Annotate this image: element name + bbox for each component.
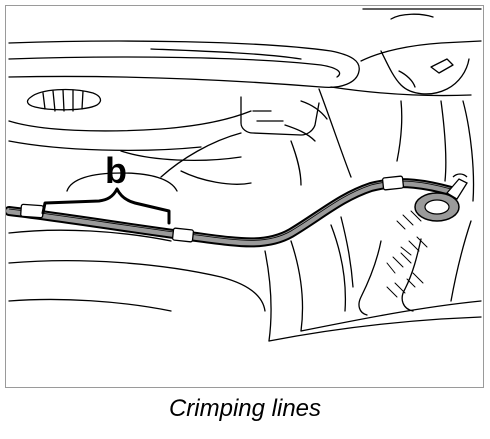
grommet-fitting: [414, 173, 468, 222]
upper-panel: [8, 8, 482, 97]
figure-caption: Crimping lines: [168, 395, 322, 422]
crimp-sleeve-center: [171, 227, 195, 243]
crimp-sleeve-right: [381, 175, 405, 191]
center-clip-bracket: [160, 88, 352, 186]
right-mount-hatching: [386, 204, 436, 298]
crimp-sleeves: [20, 175, 405, 243]
body-contours: [8, 170, 482, 342]
diagram-frame: b: [5, 5, 484, 388]
top-right-bracket: [380, 50, 475, 202]
crimp-sleeve-left: [20, 203, 44, 219]
callout-bracket: [41, 187, 171, 225]
callout-label-b: b: [105, 150, 127, 191]
left-mechanism: [8, 88, 252, 161]
line-drawing: b: [6, 8, 482, 342]
